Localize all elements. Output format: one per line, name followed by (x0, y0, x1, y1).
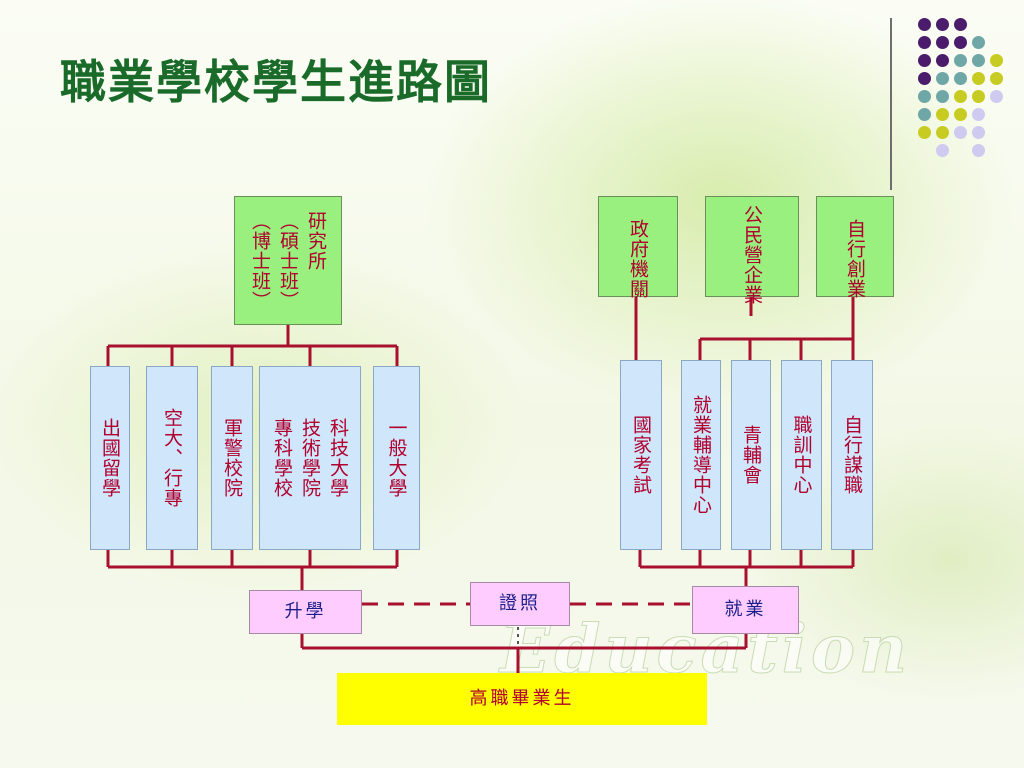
general-university-label: 一般大學 (385, 418, 408, 498)
self-job-search-label: 自行謀職 (841, 415, 863, 495)
decor-dot (990, 72, 1003, 85)
decor-dot (936, 54, 949, 67)
decor-dot (936, 90, 949, 103)
employment-center-label: 就業輔導中心 (690, 395, 712, 515)
tech-university-label: 科技大學 技術學院 專科學校 (271, 418, 349, 498)
further-study-label: 升學 (284, 601, 327, 622)
decor-dot (954, 18, 967, 31)
further-study-box: 升學 (249, 590, 362, 634)
divider-line (890, 18, 892, 190)
enterprise-label: 公民營企業 (741, 204, 763, 305)
study-abroad-box: 出國留學 (90, 366, 130, 550)
enterprise-box: 公民營企業 (705, 196, 799, 305)
decor-dot (918, 54, 931, 67)
open-university-label: 空大、行專 (161, 408, 183, 508)
graduates-label: 高職畢業生 (469, 688, 575, 709)
decor-dot (936, 18, 949, 31)
training-center-label: 職訓中心 (790, 415, 813, 495)
decor-dot (990, 90, 1003, 103)
self-job-search-box: 自行謀職 (831, 360, 873, 550)
decor-dot (972, 54, 985, 67)
general-university-box: 一般大學 (373, 366, 420, 550)
decor-dot (918, 72, 931, 85)
startup-label: 自行創業 (844, 218, 866, 299)
decor-dot (936, 108, 949, 121)
employment-label: 就業 (724, 599, 767, 620)
decor-dot (936, 144, 949, 157)
decor-dot (954, 126, 967, 139)
certificate-box: 證照 (470, 582, 570, 626)
decor-dot (936, 126, 949, 139)
youth-counsel-box: 青輔會 (731, 360, 771, 550)
military-academy-box: 軍警校院 (211, 366, 253, 550)
decor-dot (954, 54, 967, 67)
decor-dot (954, 90, 967, 103)
decor-dot (918, 90, 931, 103)
government-box: 政府機關 (598, 196, 678, 299)
government-label: 政府機關 (627, 218, 649, 299)
tech-university-box: 科技大學 技術學院 專科學校 (259, 366, 361, 550)
graduates-box: 高職畢業生 (337, 673, 707, 725)
training-center-box: 職訓中心 (781, 360, 822, 550)
decor-dot (918, 36, 931, 49)
military-academy-label: 軍警校院 (221, 418, 243, 498)
national-exam-label: 國家考試 (630, 415, 652, 495)
decor-dot (918, 126, 931, 139)
employment-box: 就業 (692, 586, 799, 634)
research-label: 研究所 （碩士班） （博士班） (249, 210, 327, 311)
national-exam-box: 國家考試 (620, 360, 662, 550)
decor-dot (918, 18, 931, 31)
decor-dot (954, 72, 967, 85)
decor-dot (972, 72, 985, 85)
decor-dot (972, 36, 985, 49)
employment-center-box: 就業輔導中心 (681, 360, 721, 550)
decor-dot (936, 72, 949, 85)
decor-dot (972, 90, 985, 103)
decor-dot (972, 144, 985, 157)
open-university-box: 空大、行專 (146, 366, 198, 550)
study-abroad-label: 出國留學 (99, 418, 121, 498)
decor-dot (936, 36, 949, 49)
decor-dot (918, 108, 931, 121)
page-title: 職業學校學生進路圖 (60, 55, 492, 109)
decor-dot (954, 36, 967, 49)
startup-box: 自行創業 (816, 196, 894, 299)
decor-dot (972, 108, 985, 121)
youth-counsel-label: 青輔會 (740, 425, 762, 485)
certificate-label: 證照 (499, 593, 541, 614)
decorative-dot-grid (912, 18, 1024, 168)
decor-dot (972, 126, 985, 139)
decor-dot (954, 108, 967, 121)
research-box: 研究所 （碩士班） （博士班） (234, 196, 342, 325)
decor-dot (990, 54, 1003, 67)
